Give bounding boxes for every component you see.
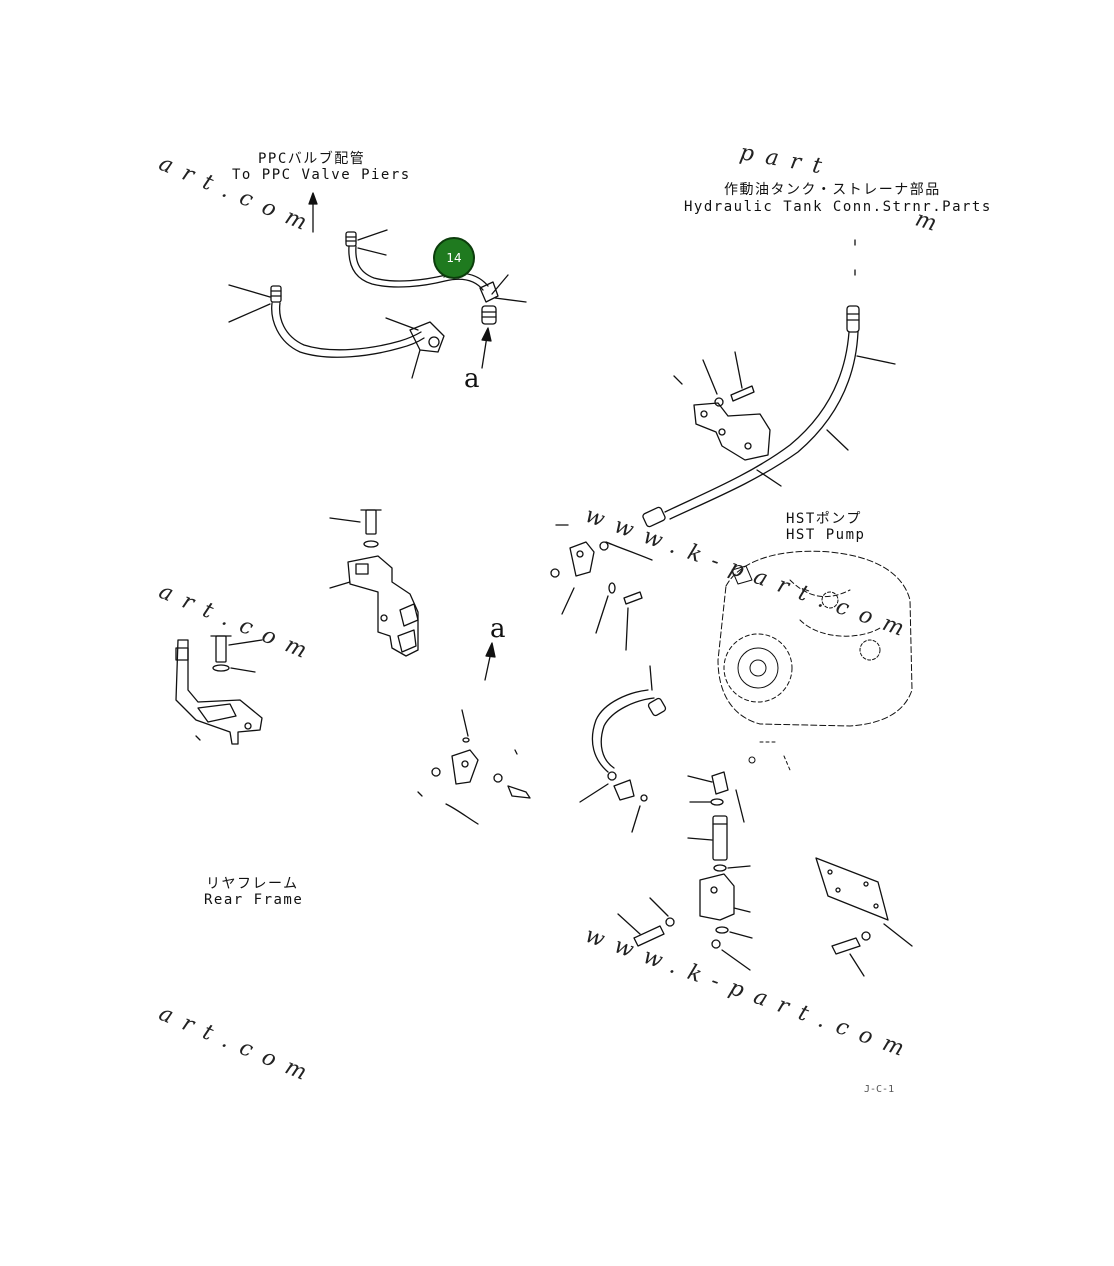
callout-badge-14[interactable]: 14: [433, 237, 475, 279]
hst-label-jp: HSTポンプ: [786, 511, 862, 527]
hst-pump-sketch: [717, 550, 913, 771]
hst-label-en: HST Pump: [786, 527, 866, 543]
center-fittings-group: [417, 524, 653, 825]
ppc-label-jp: PPCバルブ配管: [258, 151, 366, 167]
frame-bracket-group: [175, 509, 419, 745]
frame-label-en: Rear Frame: [204, 892, 304, 908]
upper-hose-group: [228, 192, 527, 379]
tank-label-jp: 作動油タンク・ストレーナ部品: [724, 182, 941, 198]
frame-label-jp: リヤフレーム: [206, 876, 299, 892]
drawing-code: J-C-1: [864, 1084, 895, 1095]
reference-letter-a-lower: a: [490, 614, 506, 644]
filter-stack-group: [617, 771, 913, 977]
hst-hose-group: [579, 665, 667, 833]
tank-label-en: Hydraulic Tank Conn.Strnr.Parts: [684, 199, 992, 215]
reference-letter-a-upper: a: [464, 364, 480, 394]
tank-hose-group: [642, 239, 896, 528]
ppc-label-en: To PPC Valve Piers: [232, 167, 411, 183]
